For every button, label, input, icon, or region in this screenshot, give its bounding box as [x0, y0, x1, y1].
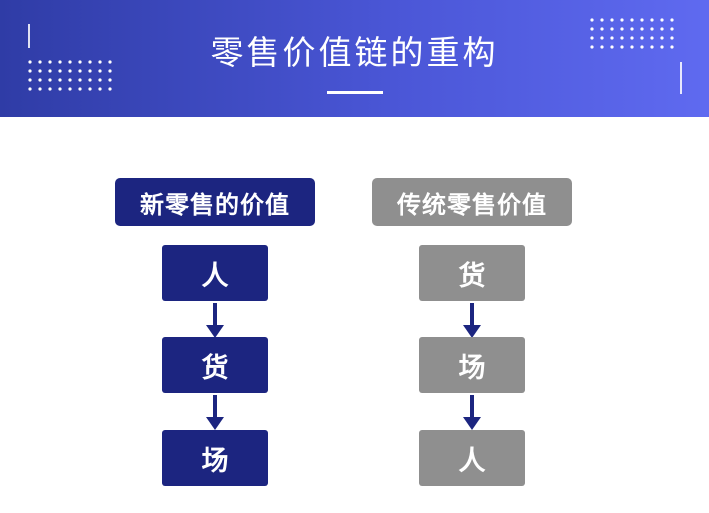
traditional-retail-heading: 传统零售价值 [372, 178, 572, 226]
arrow-down-icon [463, 395, 481, 430]
decorative-line-left [28, 24, 30, 48]
traditional-retail-node-2: 场 [419, 337, 525, 393]
arrow-down-icon [206, 395, 224, 430]
title-underline [327, 91, 383, 94]
arrow-down-icon [206, 303, 224, 338]
new-retail-node-3: 场 [162, 430, 268, 486]
header-banner: 零售价值链的重构 [0, 0, 709, 117]
traditional-retail-node-3: 人 [419, 430, 525, 486]
arrow-down-icon [463, 303, 481, 338]
page-title: 零售价值链的重构 [210, 33, 499, 72]
new-retail-node-1: 人 [162, 245, 268, 301]
new-retail-node-2: 货 [162, 337, 268, 393]
dot-grid-left-decoration [28, 60, 112, 91]
traditional-retail-node-1: 货 [419, 245, 525, 301]
decorative-line-right [680, 62, 682, 94]
new-retail-heading: 新零售的价值 [115, 178, 315, 226]
dot-grid-right-decoration [590, 18, 674, 49]
